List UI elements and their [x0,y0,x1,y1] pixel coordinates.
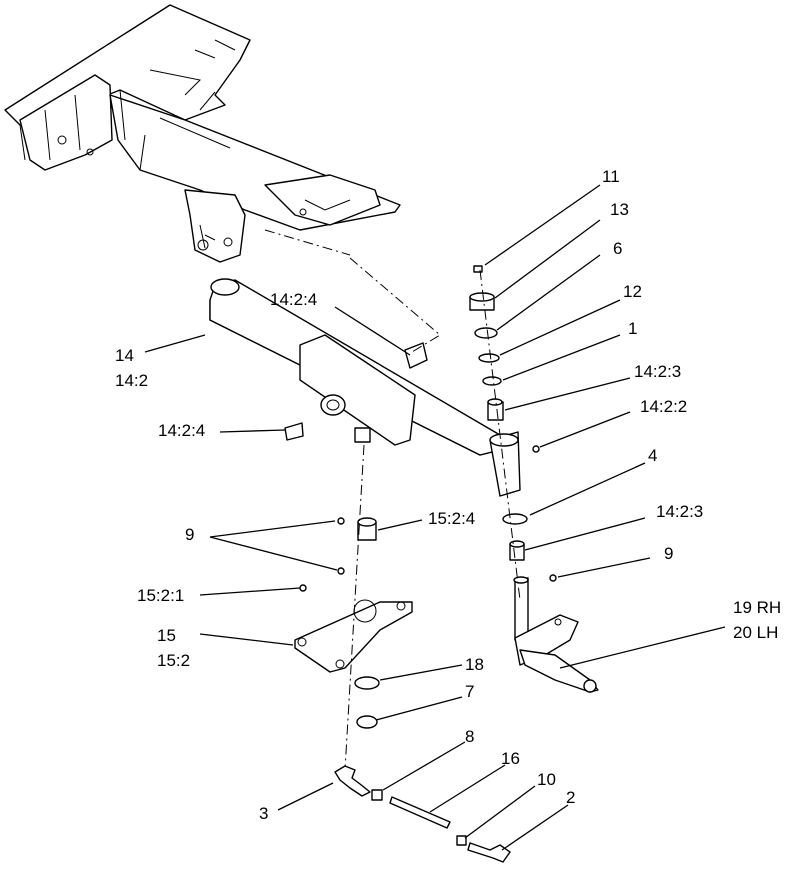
label-15-2: 15:2 [157,651,190,670]
chassis-frame [4,4,401,263]
label-18: 18 [465,655,484,674]
label-9-left: 9 [185,525,194,544]
label-14-2-4-left: 14:2:4 [158,421,205,440]
label-15-2-4: 15:2:4 [428,509,475,528]
label-14-2: 14:2 [115,371,148,390]
center-parts [284,257,441,771]
label-8: 8 [465,727,474,746]
label-14: 14 [115,346,134,365]
front-axle [209,278,521,497]
label-14-2-4-top: 14:2:4 [270,290,317,309]
label-7: 7 [465,682,474,701]
label-12: 12 [623,282,642,301]
label-15-2-1: 15:2:1 [137,586,184,605]
label-14-2-3-b: 14:2:3 [656,502,703,521]
spindle [513,576,599,693]
label-14-2-3-a: 14:2:3 [634,362,681,381]
label-11: 11 [602,167,620,186]
label-10: 10 [537,770,556,789]
leader-lines [144,184,726,851]
label-19: 19 RH [733,598,781,617]
label-16: 16 [501,749,520,768]
label-9-right: 9 [664,544,673,563]
label-20: 20 LH [733,623,778,642]
label-15: 15 [157,626,176,645]
right-stack-parts [469,265,557,601]
tie-rod [334,765,511,863]
label-14-2-2: 14:2:2 [640,397,687,416]
label-6: 6 [613,239,622,258]
label-4: 4 [648,446,657,465]
label-13: 13 [610,200,629,219]
label-1: 1 [628,319,637,338]
label-2: 2 [566,788,575,807]
callout-labels: 11 13 6 12 1 14:2:3 14:2:2 4 14:2:3 9 19… [115,167,781,823]
label-3: 3 [259,804,268,823]
